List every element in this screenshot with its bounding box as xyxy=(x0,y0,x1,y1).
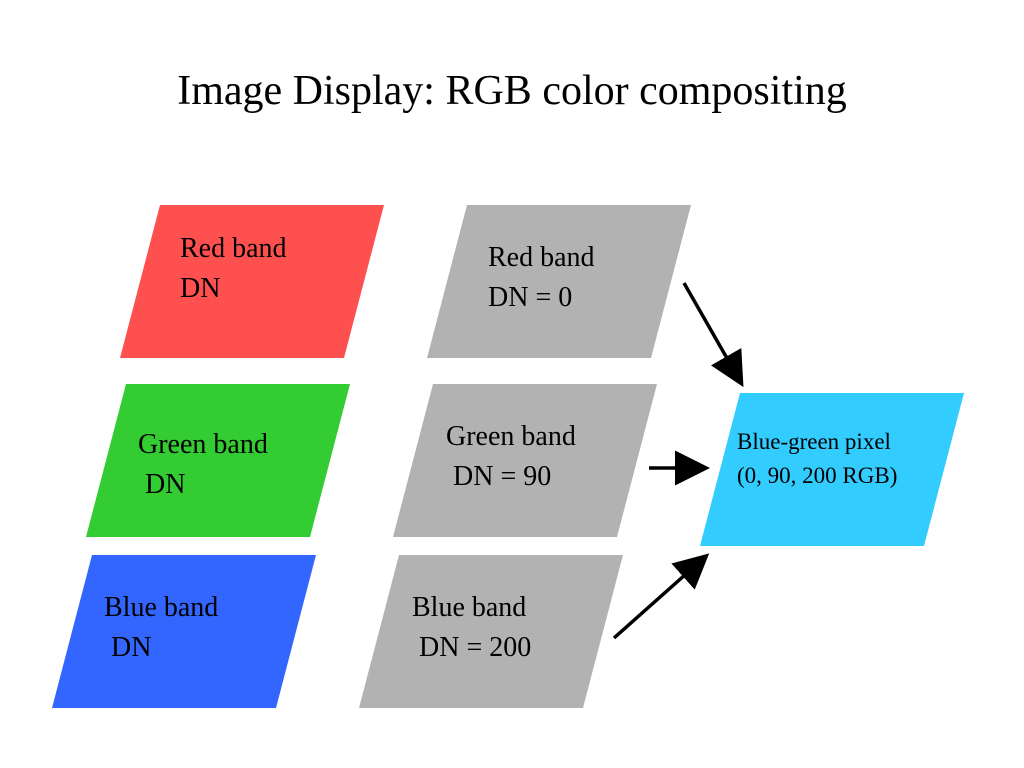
green-band-label: Green band DN xyxy=(138,425,268,505)
blue-band-example-shape xyxy=(359,555,623,708)
red-band-example-label: Red band DN = 0 xyxy=(488,238,595,318)
green-band-name: Green band xyxy=(138,429,268,460)
green-band-example-dn: DN = 90 xyxy=(446,461,552,492)
blue-band-shape xyxy=(52,555,316,708)
green-band-shape xyxy=(86,384,350,537)
blue-green-pixel-shape xyxy=(700,393,964,546)
blue-band-example-label: Blue band DN = 200 xyxy=(412,588,531,668)
red-band-dn: DN xyxy=(180,273,221,304)
blue-band-dn: DN xyxy=(104,632,152,663)
green-band-dn: DN xyxy=(138,469,186,500)
red-band-example-shape xyxy=(427,205,691,358)
red-band-example-dn: DN = 0 xyxy=(488,282,573,313)
blue-band-name: Blue band xyxy=(104,592,219,623)
slide-title: Image Display: RGB color compositing xyxy=(177,68,847,114)
blue-green-pixel-name: Blue-green pixel xyxy=(737,429,891,454)
blue-band-example-dn: DN = 200 xyxy=(412,632,532,663)
red-to-pixel-arrow xyxy=(682,282,744,388)
green-band-example-label: Green band DN = 90 xyxy=(446,417,576,497)
green-band-example-name: Green band xyxy=(446,421,576,452)
red-band-example-name: Red band xyxy=(488,242,595,273)
blue-band-example-name: Blue band xyxy=(412,592,527,623)
blue-band-label: Blue band DN xyxy=(104,588,218,668)
red-band-label: Red band DN xyxy=(180,229,287,309)
red-band-name: Red band xyxy=(180,233,287,264)
blue-green-pixel-label: Blue-green pixel (0, 90, 200 RGB) xyxy=(737,425,897,493)
green-band-example-shape xyxy=(393,384,657,537)
blue-green-pixel-rgb: (0, 90, 200 RGB) xyxy=(737,463,898,488)
red-band-shape xyxy=(120,205,384,358)
blue-to-pixel-arrow xyxy=(612,553,710,640)
